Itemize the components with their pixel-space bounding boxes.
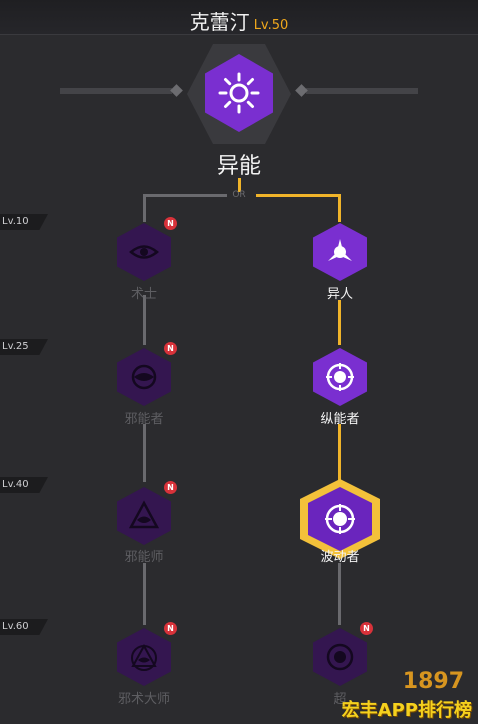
class-label: 异人 [326, 287, 353, 302]
left-connector-1 [143, 295, 146, 345]
level-tag: Lv.40 [0, 477, 48, 493]
character-name: 克蕾汀 [189, 10, 250, 34]
class-label: 邪能师 [124, 550, 164, 565]
new-badge: N [164, 342, 177, 355]
level-tag: Lv.25 [0, 339, 48, 355]
left-connector-3 [143, 563, 146, 625]
watermark-text: 宏丰APP排行榜 [341, 700, 472, 721]
eye-triangle-icon [128, 500, 160, 529]
level-tag: Lv.10 [0, 214, 48, 230]
root-class-label: 异能 [216, 154, 261, 179]
or-divider-label: OR [232, 190, 246, 200]
left-rail-end [170, 84, 183, 97]
class-label: 纵能者 [320, 412, 360, 427]
class-node-fel-user[interactable] [117, 348, 171, 406]
class-node-esper[interactable] [313, 223, 367, 281]
target-ring-icon [326, 363, 354, 391]
tri-blade-icon [328, 239, 352, 261]
title-bar [0, 0, 478, 35]
class-label: 邪术大师 [117, 692, 170, 707]
class-label: 波动者 [320, 550, 360, 565]
left-rail [60, 88, 172, 94]
eye-icon [129, 245, 159, 259]
new-badge: N [164, 481, 177, 494]
eye-circle-icon [131, 364, 157, 390]
class-node-sorcery-master[interactable] [117, 628, 171, 686]
right-connector-3 [338, 563, 341, 625]
class-node-psion[interactable] [313, 348, 367, 406]
left-connector-2 [143, 424, 146, 482]
branch-right-horizontal [256, 194, 340, 197]
branch-left-drop [143, 194, 146, 222]
right-rail [306, 88, 418, 94]
sun-icon [218, 72, 260, 114]
class-label: 邪能者 [124, 412, 164, 427]
branch-left-horizontal [143, 194, 227, 197]
new-badge: N [164, 622, 177, 635]
eye-triangle-circle-icon [131, 643, 157, 671]
target-ring-icon [325, 504, 355, 534]
character-level: Lv.50 [253, 18, 289, 33]
class-label: 超 [333, 692, 347, 707]
class-label: 术士 [130, 287, 157, 302]
branch-right-drop [338, 194, 341, 222]
class-node-tier4-right[interactable] [313, 628, 367, 686]
new-badge: N [164, 217, 177, 230]
right-connector-2 [338, 424, 341, 482]
class-node-fel-master[interactable] [117, 487, 171, 545]
new-badge: N [360, 622, 373, 635]
root-stem [238, 178, 241, 192]
right-rail-end [295, 84, 308, 97]
target-ring-icon [326, 643, 354, 671]
class-node-warlock[interactable] [117, 223, 171, 281]
watermark-logo: 1897 [402, 669, 464, 694]
right-connector-1 [338, 300, 341, 345]
level-tag: Lv.60 [0, 619, 48, 635]
